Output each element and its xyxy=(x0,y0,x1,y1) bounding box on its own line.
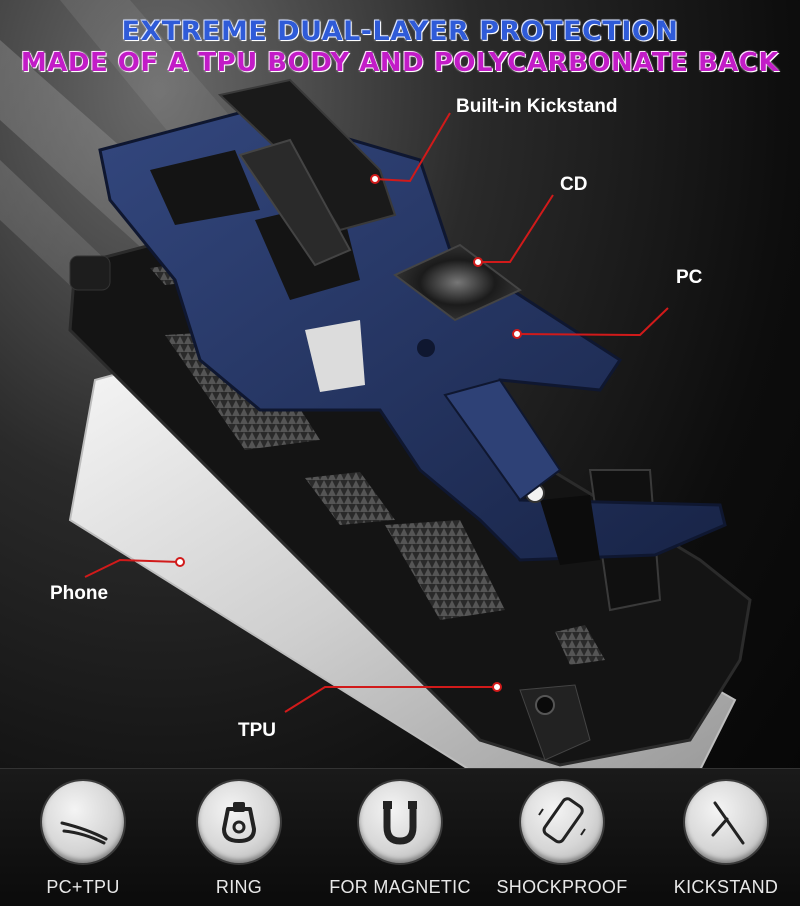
curve-layers-icon xyxy=(60,821,108,845)
magnet-icon xyxy=(383,801,417,845)
feature-label: SHOCKPROOF xyxy=(496,877,628,897)
feature-label: FOR MAGNETIC xyxy=(329,877,471,897)
callout-cd: CD xyxy=(560,174,588,195)
cd-plate xyxy=(393,243,522,322)
feature-pc-tpu: PC+TPU xyxy=(8,777,158,898)
callout-kickstand: Built-in Kickstand xyxy=(456,96,618,117)
feature-kickstand: KICKSTAND xyxy=(651,777,800,898)
headline-line-2: MADE OF A TPU BODY AND POLYCARBONATE BAC… xyxy=(20,48,780,78)
feature-label: PC+TPU xyxy=(46,877,120,897)
kickstand-icon xyxy=(711,801,745,845)
headline-line-1: EXTREME DUAL-LAYER PROTECTION xyxy=(121,16,679,47)
kickstand xyxy=(217,78,562,502)
feature-label: KICKSTAND xyxy=(673,877,779,897)
feature-shockproof: SHOCKPROOF xyxy=(487,777,637,898)
feature-bar: PC+TPU RING FOR MAGNETIC xyxy=(0,768,800,906)
callout-tpu: TPU xyxy=(238,720,276,741)
tilted-phone-icon xyxy=(538,797,586,844)
feature-magnetic: FOR MAGNETIC xyxy=(325,777,475,898)
feature-ring: RING xyxy=(164,777,314,898)
callout-phone: Phone xyxy=(50,583,109,604)
case-exploded-illustration xyxy=(68,78,752,770)
callout-pc: PC xyxy=(676,267,703,288)
ring-icon xyxy=(222,802,256,843)
feature-label: RING xyxy=(215,877,263,897)
